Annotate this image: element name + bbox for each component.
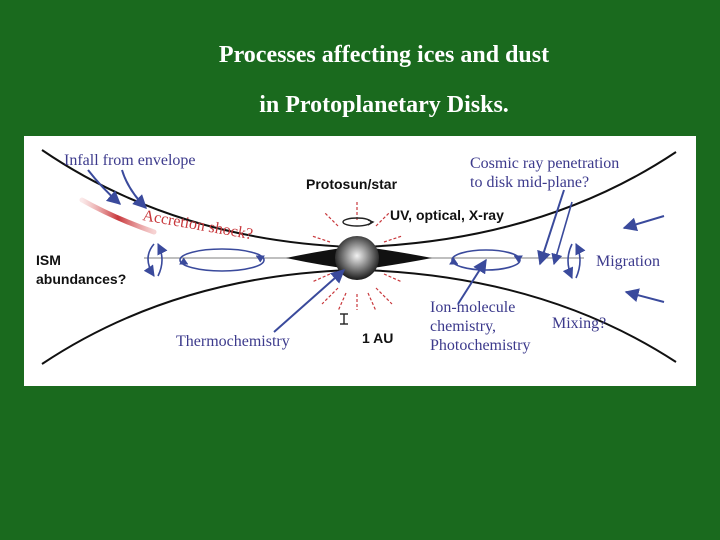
migration-arrow-icon xyxy=(626,292,664,302)
thermochemistry-arrow-icon xyxy=(274,270,344,332)
label-migration: Migration xyxy=(596,253,660,270)
label-cosmic-line2: to disk mid-plane? xyxy=(470,174,589,191)
label-ism-line2: abundances? xyxy=(36,271,126,287)
label-one-au: 1 AU xyxy=(362,330,393,346)
label-thermochemistry: Thermochemistry xyxy=(176,333,290,350)
left-circulation-loop-icon xyxy=(180,249,264,271)
label-accretion-shock: Accretion shock? xyxy=(141,207,254,243)
cosmic-ray-arrow-icon xyxy=(540,190,564,264)
label-ism-line1: ISM xyxy=(36,252,61,268)
slide-title-line-2: in Protoplanetary Disks. xyxy=(24,92,720,119)
infall-arrow-icon xyxy=(122,170,146,208)
label-mixing: Mixing? xyxy=(552,315,606,332)
migration-arrow-icon xyxy=(624,216,664,228)
protoplanetary-disk-diagram: Infall from envelope Protosun/star Cosmi… xyxy=(24,136,696,386)
label-infall: Infall from envelope xyxy=(64,152,196,169)
label-ion-line2: chemistry, xyxy=(430,318,496,335)
ism-exchange-arrow-icon xyxy=(148,244,154,276)
slide-title-line-1: Processes affecting ices and dust xyxy=(24,42,720,69)
label-protosun: Protosun/star xyxy=(306,176,398,192)
label-radiation: UV, optical, X-ray xyxy=(390,207,504,223)
label-ion-line3: Photochemistry xyxy=(430,337,530,354)
one-au-scale-bar xyxy=(340,314,348,324)
mixing-arrow-icon xyxy=(568,244,572,278)
label-cosmic-line1: Cosmic ray penetration xyxy=(470,155,619,172)
diagram-canvas: Infall from envelope Protosun/star Cosmi… xyxy=(24,136,696,386)
label-ion-line1: Ion-molecule xyxy=(430,299,515,316)
